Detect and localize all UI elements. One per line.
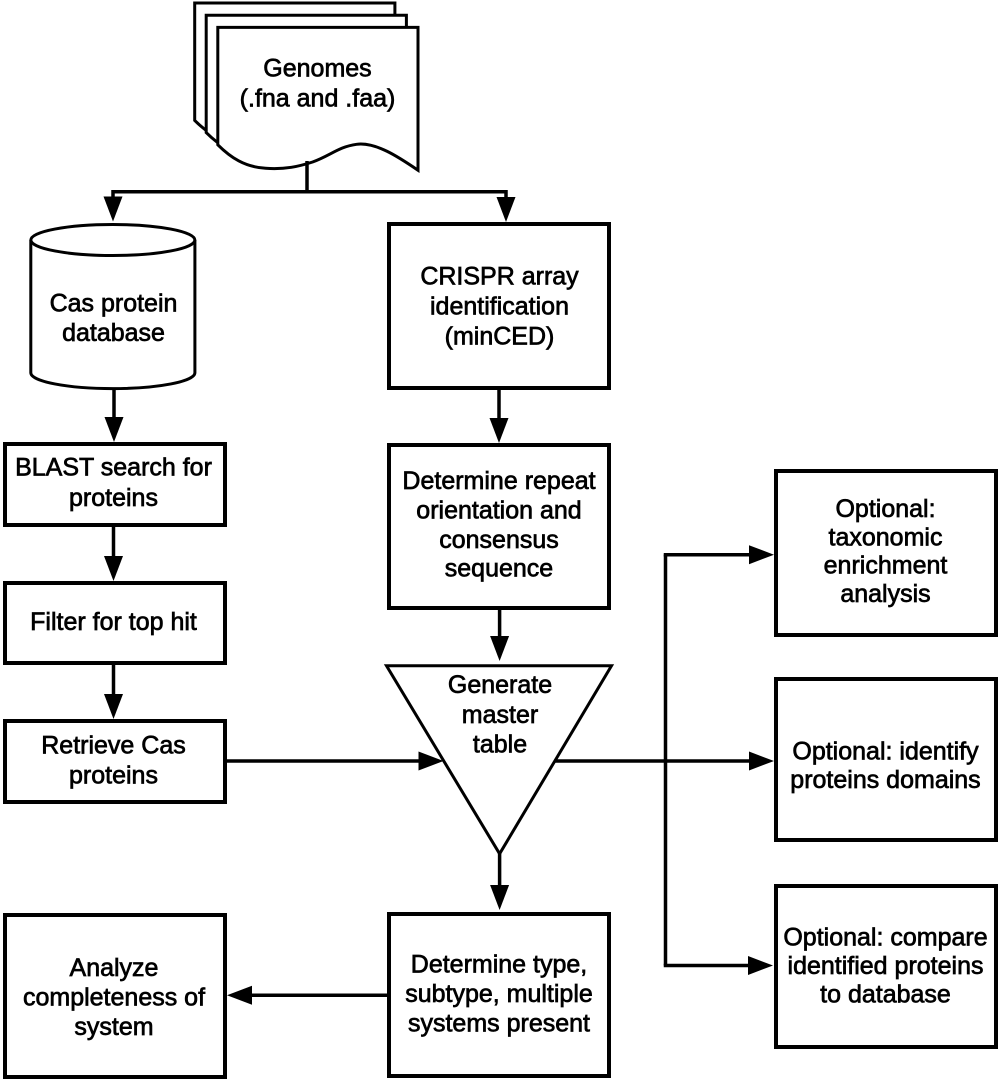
svg-text:Genomes: Genomes <box>263 55 371 83</box>
svg-text:proteins domains: proteins domains <box>790 766 980 794</box>
svg-text:master: master <box>462 701 538 729</box>
svg-text:completeness of: completeness of <box>23 984 205 1012</box>
svg-text:sequence: sequence <box>445 555 553 583</box>
svg-text:database: database <box>62 319 165 347</box>
svg-text:Optional: identify: Optional: identify <box>792 738 979 766</box>
svg-text:subtype, multiple: subtype, multiple <box>405 980 593 1008</box>
svg-text:Generate: Generate <box>448 671 552 699</box>
svg-text:identified proteins: identified proteins <box>788 952 984 980</box>
svg-text:CRISPR array: CRISPR array <box>420 263 579 291</box>
svg-text:proteins: proteins <box>69 484 158 512</box>
svg-text:Optional: compare: Optional: compare <box>783 924 987 952</box>
svg-text:(.fna and .faa): (.fna and .faa) <box>240 85 396 113</box>
svg-text:orientation and: orientation and <box>416 497 581 525</box>
svg-text:systems present: systems present <box>408 1010 590 1038</box>
svg-text:(minCED): (minCED) <box>445 323 555 351</box>
svg-text:taxonomic: taxonomic <box>829 524 943 552</box>
svg-text:Filter for top hit: Filter for top hit <box>30 608 197 636</box>
svg-text:Determine repeat: Determine repeat <box>402 467 595 495</box>
svg-text:consensus: consensus <box>439 526 559 554</box>
svg-text:analysis: analysis <box>840 580 930 608</box>
svg-text:Analyze: Analyze <box>70 954 159 982</box>
svg-text:to database: to database <box>820 981 951 1009</box>
svg-text:table: table <box>473 731 527 759</box>
svg-text:Determine type,: Determine type, <box>411 950 587 978</box>
svg-text:identification: identification <box>430 293 569 321</box>
svg-text:Optional:: Optional: <box>835 495 935 523</box>
svg-text:BLAST search for: BLAST search for <box>15 453 212 481</box>
svg-text:system: system <box>74 1013 153 1041</box>
svg-text:enrichment: enrichment <box>824 552 948 580</box>
svg-text:Cas protein: Cas protein <box>50 289 178 317</box>
svg-text:Retrieve Cas: Retrieve Cas <box>41 732 186 760</box>
svg-text:proteins: proteins <box>69 762 158 790</box>
